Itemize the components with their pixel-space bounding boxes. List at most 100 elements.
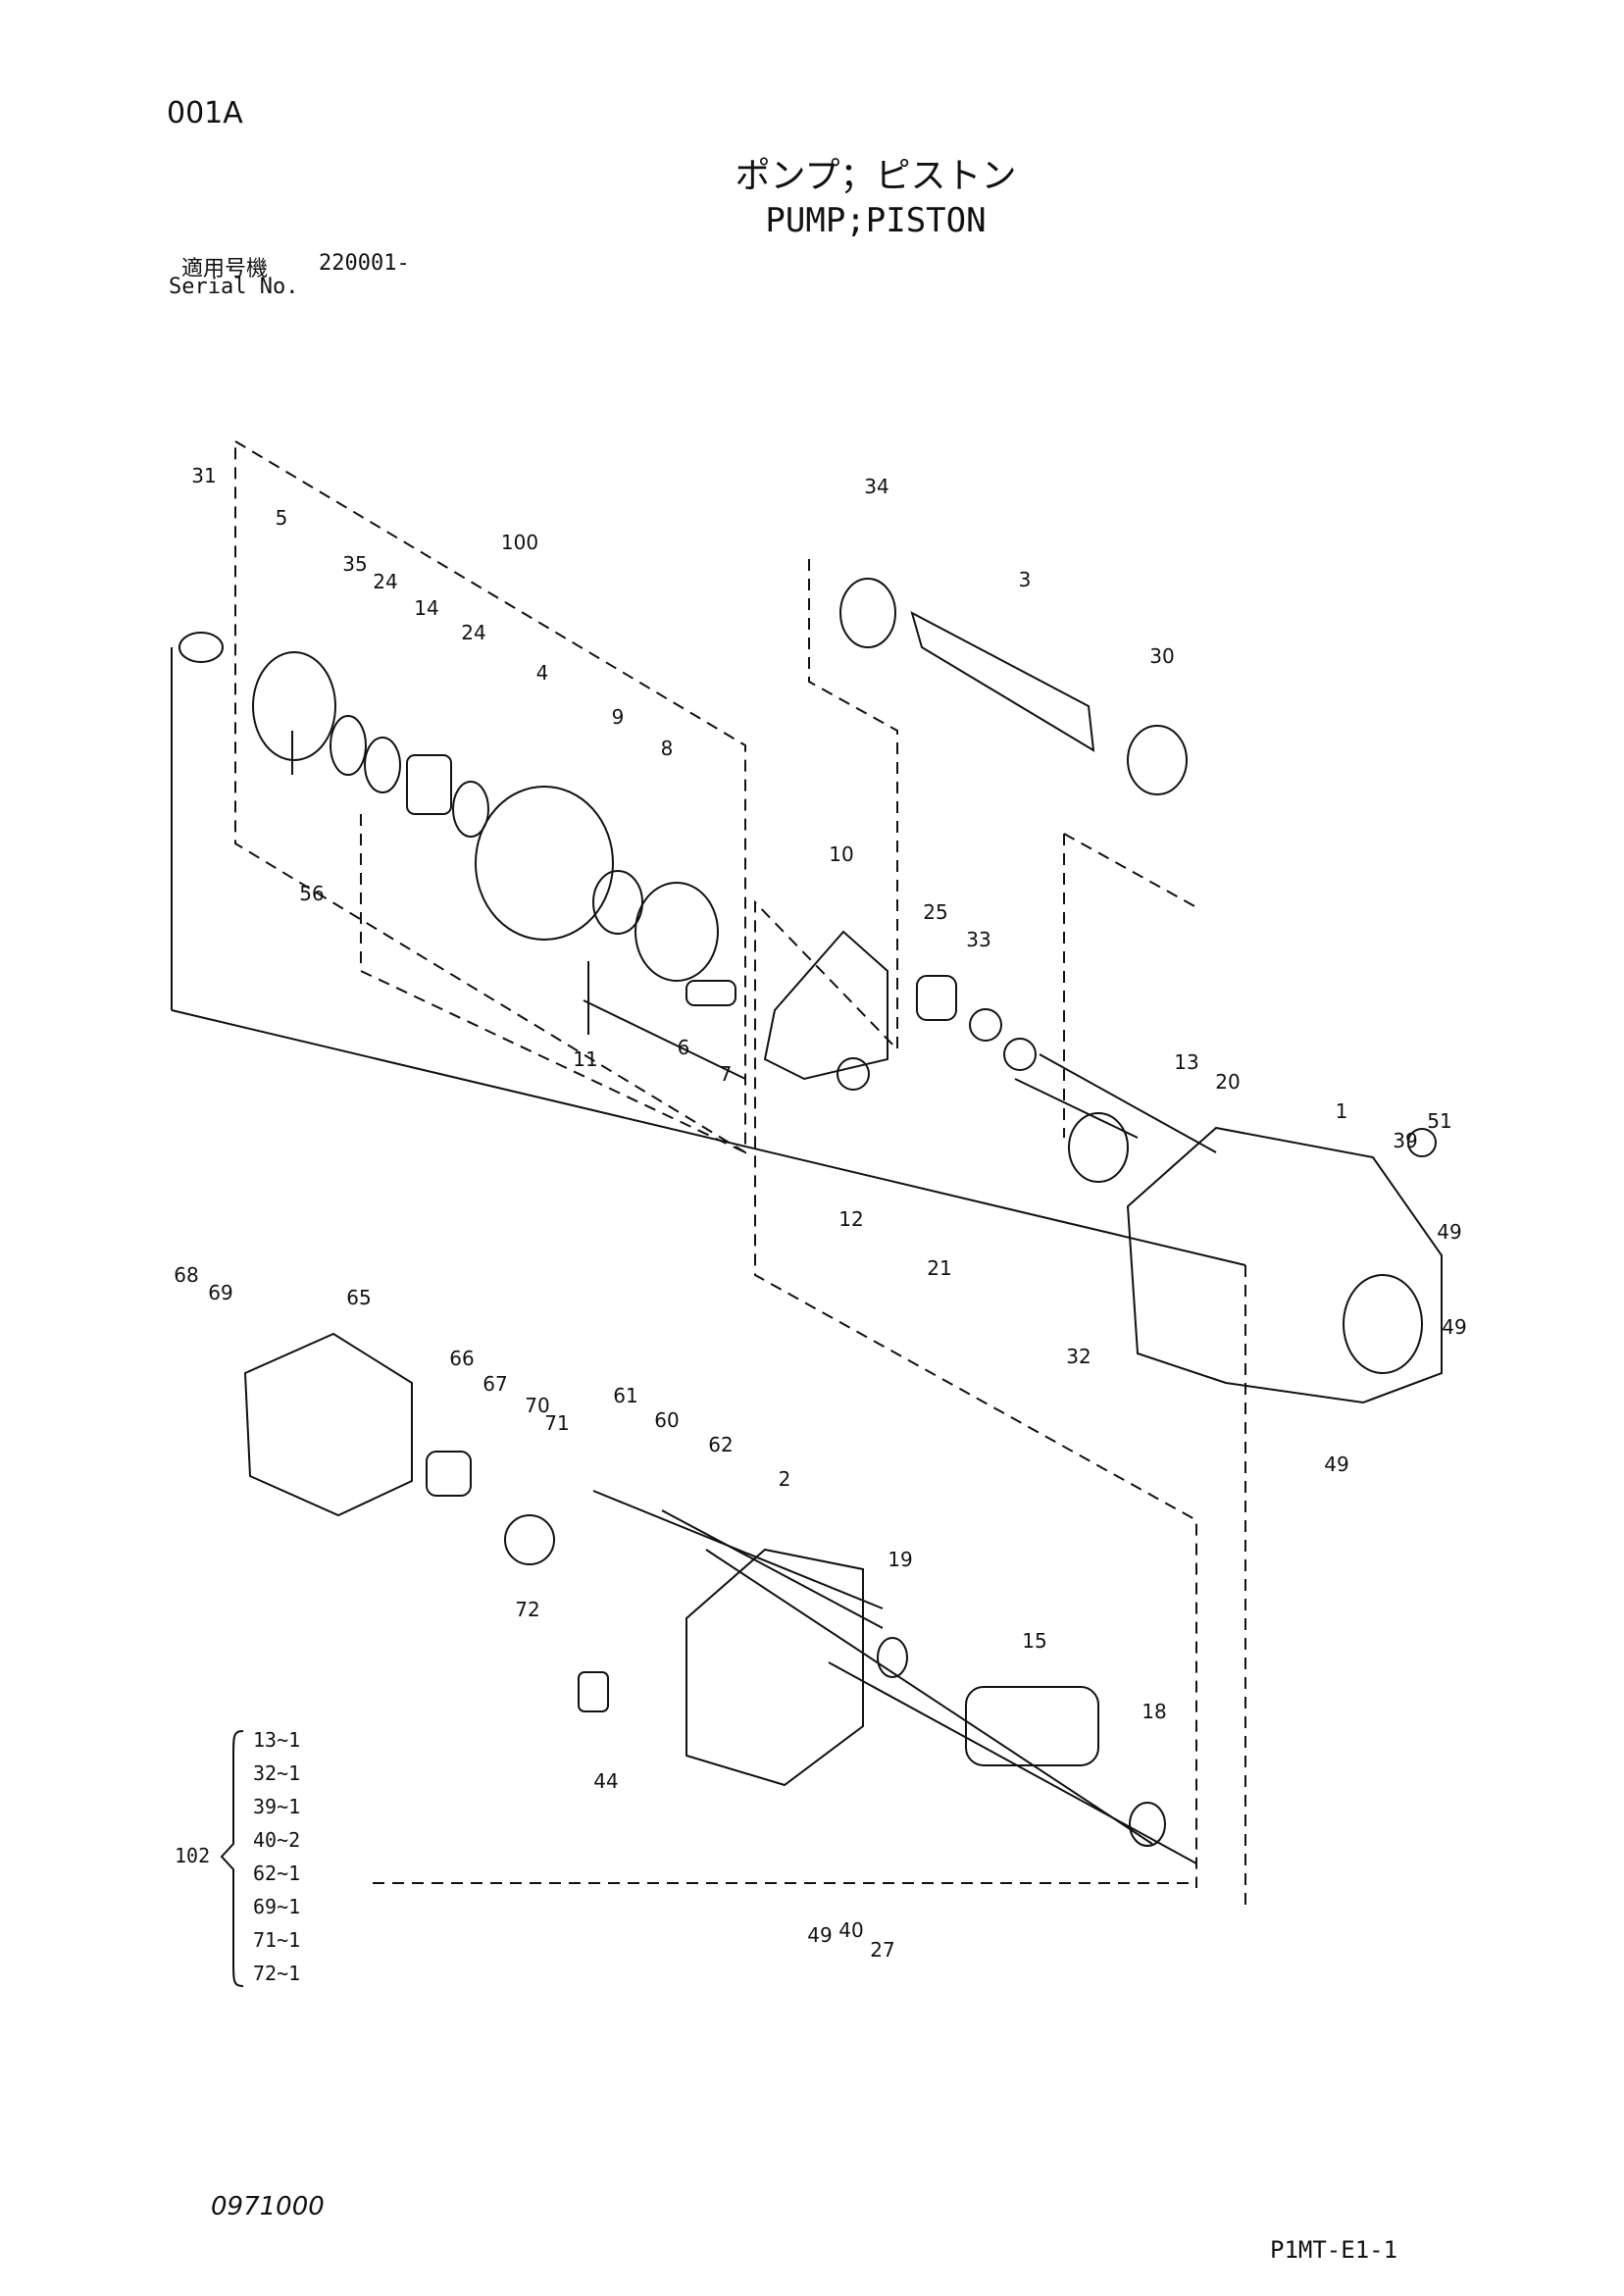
snap-ring-35-icon: [330, 715, 367, 776]
callout-24: 24: [373, 570, 397, 593]
footer-page-reference: P1MT-E1-1: [1270, 2236, 1398, 2264]
shaft-3-icon: [910, 611, 1095, 752]
spring-14-icon: [406, 754, 452, 815]
callout-40: 40: [838, 1918, 863, 1942]
callout-49: 49: [1442, 1315, 1466, 1339]
cylinder-block-4-icon: [475, 786, 614, 941]
part-outlines: [178, 578, 1443, 1847]
coupling-66-icon: [426, 1451, 472, 1497]
oil-seal-32-icon: [1068, 1112, 1129, 1183]
snap-ring-34-icon: [839, 578, 896, 648]
retainer-plate-8-icon: [634, 882, 719, 982]
callout-27: 27: [870, 1938, 894, 1962]
callout-65: 65: [346, 1286, 371, 1309]
callout-21: 21: [927, 1256, 951, 1280]
callout-8: 8: [661, 737, 674, 760]
callout-12: 12: [838, 1207, 863, 1231]
callout-9: 9: [612, 705, 625, 729]
kit-item: 40~2: [253, 1828, 301, 1852]
callout-25: 25: [923, 900, 947, 924]
plug-51-icon: [1407, 1128, 1437, 1157]
callout-51: 51: [1427, 1109, 1451, 1133]
callout-20: 20: [1215, 1070, 1240, 1094]
callout-66: 66: [449, 1347, 474, 1370]
valve-plate-10-icon: [763, 930, 888, 1081]
regulator-body-2-icon: [685, 1548, 864, 1787]
washer-24-icon: [364, 737, 401, 793]
callout-labels: 1234567891011121314151819202124242527303…: [174, 464, 1466, 1962]
callout-11: 11: [573, 1047, 597, 1071]
footer-drawing-code: 0971000: [211, 2192, 325, 2221]
callout-60: 60: [654, 1408, 679, 1432]
callout-24: 24: [461, 621, 485, 644]
callout-62: 62: [708, 1433, 733, 1456]
callout-18: 18: [1142, 1700, 1166, 1723]
page-code: 001A: [167, 96, 243, 130]
callout-56: 56: [299, 882, 324, 905]
callout-67: 67: [482, 1372, 507, 1396]
kit-item: 13~1: [253, 1728, 301, 1752]
spring-seat-18-icon: [1129, 1802, 1166, 1847]
ball-guide-9-icon: [592, 870, 643, 935]
leader-lines: [171, 647, 1246, 1864]
bolt-44-icon: [578, 1671, 609, 1712]
callout-49: 49: [1437, 1220, 1461, 1244]
callout-70: 70: [525, 1394, 549, 1417]
callout-49: 49: [807, 1923, 832, 1947]
callout-3: 3: [1019, 568, 1032, 591]
callout-2: 2: [779, 1467, 791, 1491]
callout-61: 61: [613, 1384, 637, 1407]
callout-34: 34: [864, 475, 888, 498]
callout-69: 69: [208, 1281, 232, 1304]
callout-14: 14: [414, 596, 438, 620]
callout-31: 31: [191, 464, 216, 487]
spring-seat-19-icon: [877, 1637, 908, 1678]
callout-5: 5: [276, 506, 288, 530]
kit-item: 32~1: [253, 1761, 301, 1785]
kit-item: 69~1: [253, 1895, 301, 1918]
callout-10: 10: [829, 842, 853, 866]
callout-6: 6: [678, 1036, 690, 1059]
callout-71: 71: [544, 1411, 569, 1435]
gear-pump-65-icon: [243, 1332, 413, 1517]
callout-1: 1: [1336, 1099, 1348, 1123]
kit-item: 71~1: [253, 1928, 301, 1952]
kit-item: 39~1: [253, 1795, 301, 1818]
piston-6-icon: [685, 980, 736, 1006]
callout-44: 44: [593, 1769, 618, 1793]
kit-item: 62~1: [253, 1862, 301, 1885]
needle-bearing-31-icon: [178, 632, 224, 663]
spring-15-icon: [965, 1686, 1099, 1766]
washer-24b-icon: [452, 781, 489, 838]
plug-25-icon: [916, 975, 957, 1021]
kit-bracket: [220, 1730, 244, 1987]
serial-label-english: Serial No.: [169, 275, 299, 299]
callout-7: 7: [720, 1062, 733, 1086]
callout-30: 30: [1149, 644, 1174, 668]
dashed-group-boundaries: [234, 440, 1246, 1913]
bearing-30-icon: [1127, 725, 1188, 795]
callout-49: 49: [1324, 1453, 1348, 1476]
callout-13: 13: [1174, 1050, 1198, 1074]
callout-19: 19: [888, 1548, 912, 1571]
callout-15: 15: [1022, 1629, 1046, 1653]
pump-casing-1-icon: [1126, 1126, 1443, 1404]
page-title-japanese: ポンプ；ピストン: [735, 156, 1017, 196]
serial-number: 220001-: [319, 251, 410, 276]
orings-33-icon: [969, 1008, 1002, 1042]
callout-39: 39: [1393, 1129, 1417, 1152]
callout-68: 68: [174, 1263, 198, 1287]
serial-label-japanese: 適用号機: [181, 257, 269, 281]
callout-33: 33: [966, 928, 990, 951]
callout-32: 32: [1066, 1345, 1091, 1368]
callout-4: 4: [536, 661, 549, 685]
swash-plate-5-icon: [252, 651, 336, 761]
callout-100: 100: [501, 531, 538, 554]
kit-item: 72~1: [253, 1962, 301, 1985]
ball-12-icon: [837, 1057, 870, 1091]
callout-72: 72: [515, 1598, 539, 1621]
page-title-english: PUMP;PISTON: [765, 201, 987, 240]
oring-71-icon: [504, 1514, 555, 1565]
callout-35: 35: [342, 552, 367, 576]
